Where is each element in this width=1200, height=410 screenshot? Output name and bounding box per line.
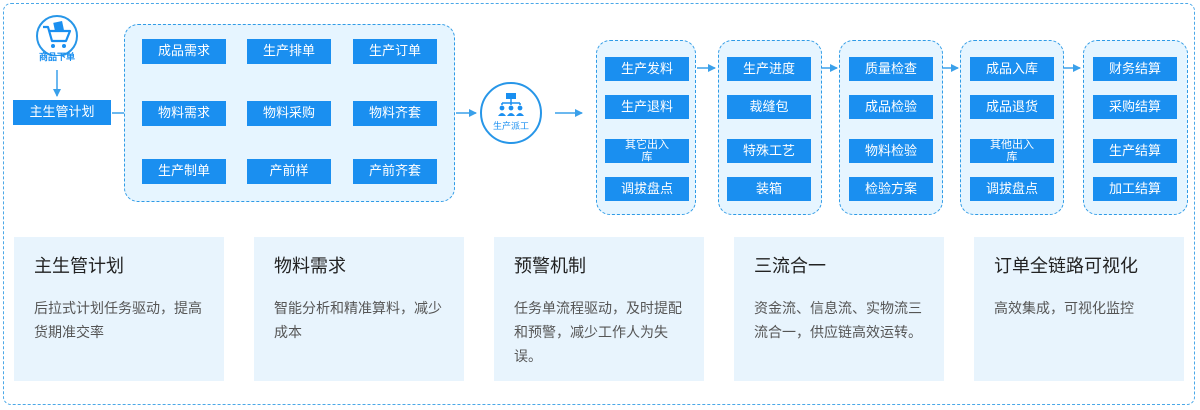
feature-card-desc: 后拉式计划任务驱动，提高货期准交率 bbox=[34, 301, 202, 341]
node-c1-2[interactable]: 生产退料 bbox=[605, 95, 689, 119]
feature-card-desc: 高效集成，可视化监控 bbox=[994, 301, 1134, 317]
node-c1-3[interactable]: 其它出入库 bbox=[605, 139, 689, 163]
feature-card: 三流合一 资金流、信息流、实物流三流合一，供应链高效运转。 bbox=[734, 237, 944, 381]
node-c1-4[interactable]: 调拔盘点 bbox=[605, 177, 689, 201]
feature-card-desc: 任务单流程驱动，及时提配和预警，减少工作人为失误。 bbox=[514, 301, 682, 365]
node-c5-3[interactable]: 生产结算 bbox=[1093, 139, 1177, 163]
node-r2-1[interactable]: 物料需求 bbox=[142, 101, 226, 126]
feature-card-title: 订单全链路可视化 bbox=[994, 256, 1138, 277]
order-label: 商品下单 bbox=[38, 53, 75, 63]
node-c4-4[interactable]: 调拔盘点 bbox=[970, 177, 1054, 201]
node-r2-2[interactable]: 物料采购 bbox=[247, 101, 331, 126]
node-r1-2[interactable]: 生产排单 bbox=[247, 39, 331, 64]
node-r2-3[interactable]: 物料齐套 bbox=[353, 101, 437, 126]
node-c4-3[interactable]: 其他出入库 bbox=[970, 139, 1054, 163]
dispatch-label: 生产派工 bbox=[492, 122, 529, 132]
node-r3-1[interactable]: 生产制单 bbox=[142, 159, 226, 184]
order-icon-block: 商品下单 bbox=[28, 14, 86, 70]
feature-card-title: 主生管计划 bbox=[34, 256, 124, 277]
node-r1-1[interactable]: 成品需求 bbox=[142, 39, 226, 64]
feature-card-desc: 智能分析和精准算料，减少成本 bbox=[274, 301, 442, 341]
node-c3-3[interactable]: 物料检验 bbox=[849, 139, 933, 163]
node-c4-1[interactable]: 成品入库 bbox=[970, 57, 1054, 81]
node-c4-2[interactable]: 成品退货 bbox=[970, 95, 1054, 119]
node-r1-3[interactable]: 生产订单 bbox=[353, 39, 437, 64]
node-c1-1[interactable]: 生产发料 bbox=[605, 57, 689, 81]
node-c2-4[interactable]: 装箱 bbox=[727, 177, 811, 201]
node-c3-4[interactable]: 检验方案 bbox=[849, 177, 933, 201]
node-c3-2[interactable]: 成品检验 bbox=[849, 95, 933, 119]
node-c5-2[interactable]: 采购结算 bbox=[1093, 95, 1177, 119]
node-c5-1[interactable]: 财务结算 bbox=[1093, 57, 1177, 81]
feature-card: 预警机制 任务单流程驱动，及时提配和预警，减少工作人为失误。 bbox=[494, 237, 704, 381]
feature-card: 订单全链路可视化 高效集成，可视化监控 bbox=[974, 237, 1184, 381]
node-r3-2[interactable]: 产前样 bbox=[247, 159, 331, 184]
node-r3-3[interactable]: 产前齐套 bbox=[353, 159, 437, 184]
feature-card-title: 物料需求 bbox=[274, 256, 346, 277]
feature-card-title: 预警机制 bbox=[514, 256, 586, 277]
node-c3-1[interactable]: 质量检查 bbox=[849, 57, 933, 81]
node-main-plan[interactable]: 主生管计划 bbox=[13, 100, 111, 125]
org-chart-icon bbox=[498, 93, 524, 116]
feature-card-title: 三流合一 bbox=[754, 256, 826, 277]
feature-card: 物料需求 智能分析和精准算料，减少成本 bbox=[254, 237, 464, 381]
feature-card-desc: 资金流、信息流、实物流三流合一，供应链高效运转。 bbox=[754, 301, 922, 341]
dispatch-node[interactable]: 生产派工 bbox=[480, 82, 542, 144]
node-c2-3[interactable]: 特殊工艺 bbox=[727, 139, 811, 163]
shopping-cart-icon bbox=[36, 15, 78, 56]
diagram-frame bbox=[3, 3, 1195, 405]
feature-card: 主生管计划 后拉式计划任务驱动，提高货期准交率 bbox=[14, 237, 224, 381]
node-c2-2[interactable]: 裁缝包 bbox=[727, 95, 811, 119]
node-c5-4[interactable]: 加工结算 bbox=[1093, 177, 1177, 201]
node-c2-1[interactable]: 生产进度 bbox=[727, 57, 811, 81]
